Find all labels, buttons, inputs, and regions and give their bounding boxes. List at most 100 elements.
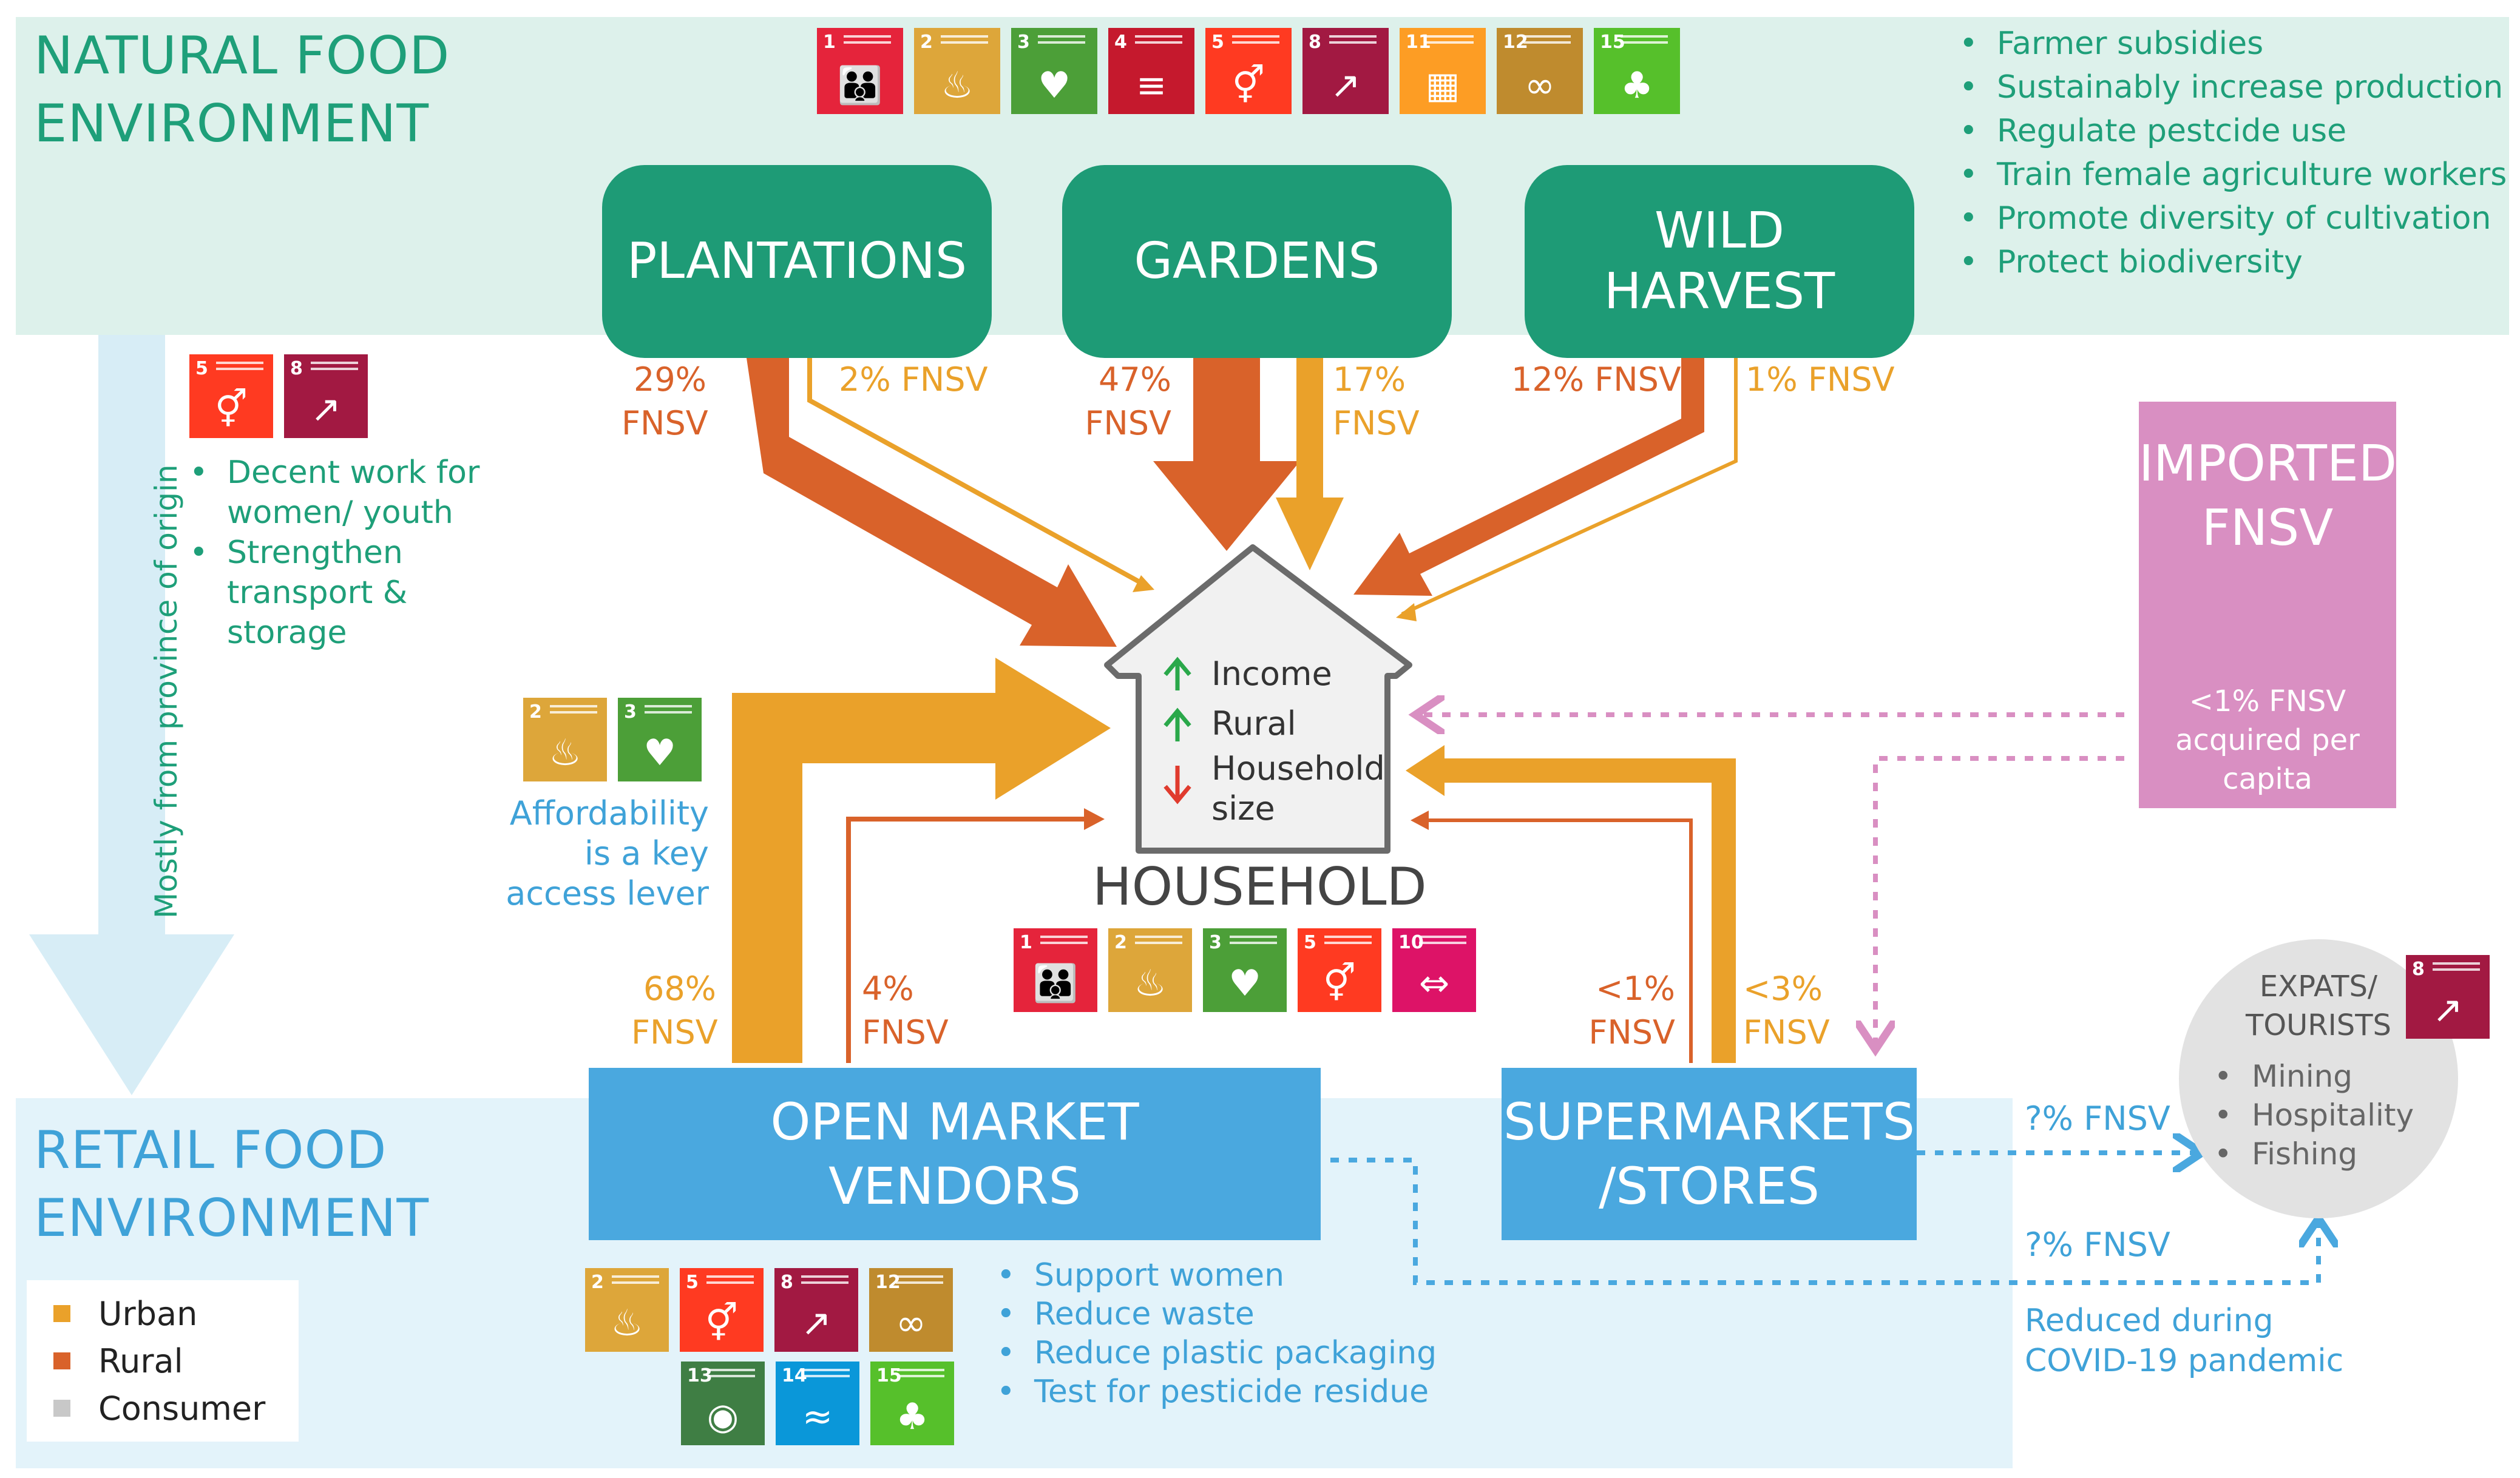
plantations-box: PLANTATIONS <box>602 165 992 358</box>
sdg-8-tile: 8↗ <box>1302 28 1389 114</box>
gardens-rural-arrow <box>1153 358 1300 551</box>
growth-chart-icon: ↗ <box>801 1302 832 1345</box>
super-expats-label: ?% FNSV <box>2025 1099 2170 1138</box>
sdg-5-tile: 5⚥ <box>189 354 273 438</box>
gender-icon: ⚥ <box>214 388 248 431</box>
sdg-12-tile: 12∞ <box>1497 28 1583 114</box>
growth-chart-icon: ↗ <box>2432 989 2464 1031</box>
natural-bullet: Protect biodiversity <box>1959 240 2507 284</box>
sdg-3-tile: 3♥ <box>1203 928 1287 1012</box>
plantations-rural-arrow <box>747 358 1117 647</box>
infinity-icon: ∞ <box>1525 64 1555 107</box>
sdg-number: 2 <box>1114 932 1127 953</box>
sdg-12-tile: 12∞ <box>869 1268 953 1352</box>
gardens-urban-arrow <box>1276 358 1344 570</box>
retail-bullet: Support women <box>997 1256 1437 1295</box>
sdg-13-tile: 13◉ <box>681 1362 765 1445</box>
city-icon: ▦ <box>1425 64 1460 107</box>
sdg-number: 8 <box>781 1272 793 1293</box>
sdg-15-tile: 15♣ <box>1594 28 1680 114</box>
market-rural-arrow <box>846 817 1092 1063</box>
market-urban-arrow <box>732 658 1111 1063</box>
sdg-5-tile: 5⚥ <box>680 1268 764 1352</box>
sdg-2-tile: 2♨ <box>1108 928 1192 1012</box>
sdg-number: 8 <box>1309 32 1321 53</box>
eye-icon: ◉ <box>706 1395 739 1438</box>
growth-chart-icon: ↗ <box>1330 64 1361 107</box>
legend-swatch <box>53 1352 70 1369</box>
fish-icon: ≈ <box>802 1395 833 1438</box>
household-size-down-icon <box>1163 766 1191 805</box>
sdg-number: 3 <box>624 701 637 723</box>
bowl-icon: ♨ <box>549 732 581 774</box>
plantations-consumer-arrow <box>807 358 1148 589</box>
income-label: Income <box>1211 655 1332 693</box>
sdg-number: 5 <box>1211 32 1224 53</box>
natural-bullet: Regulate pestcide use <box>1959 109 2507 153</box>
tree-icon: ♣ <box>896 1395 929 1438</box>
sdg-3-tile: 3♥ <box>1011 28 1097 114</box>
sdg-2-tile: 2♨ <box>914 28 1000 114</box>
gender-icon: ⚥ <box>1323 962 1357 1005</box>
wild-consumer-arrow <box>1401 358 1738 616</box>
sdg-15-tile: 15♣ <box>870 1362 954 1445</box>
wild-rural-arrow <box>1353 358 1704 596</box>
people-icon: 👪 <box>837 64 883 107</box>
natural-bullet: Promote diversity of cultivation <box>1959 197 2507 240</box>
people-icon: 👪 <box>1032 962 1079 1005</box>
income-up-icon <box>1163 656 1191 690</box>
bowl-icon: ♨ <box>611 1302 643 1345</box>
gardens-box: GARDENS <box>1062 165 1452 358</box>
legend-item-urban: Urban <box>27 1290 299 1337</box>
sdg-row-left: 5⚥ 8 ↗ <box>189 354 379 438</box>
super-label-a: <1%FNSV <box>1588 970 1675 1051</box>
sdg-number: 8 <box>2412 959 2425 980</box>
sdg-10-tile: 10⇔ <box>1392 928 1476 1012</box>
plantations-consumer-label: 2% FNSV <box>839 360 988 399</box>
sdg-number: 2 <box>920 32 933 53</box>
expats-item: Mining <box>2214 1057 2414 1096</box>
sdg-row-retail-2: 13◉14≈15♣ <box>681 1362 965 1445</box>
province-note: Mostly from province of origin <box>149 464 184 919</box>
sdg-row-afford: 2♨3♥ <box>523 698 713 781</box>
sdg-8-tile: 8↗ <box>774 1268 858 1352</box>
super-urban-arrow <box>1406 745 1736 1063</box>
supermarkets-box: SUPERMARKETS/STORES <box>1502 1068 1917 1240</box>
sdg-row-household: 1👪2♨3♥ 5 ⚥ 10⇔ <box>1014 928 1487 1012</box>
equality-icon: ⇔ <box>1418 962 1450 1005</box>
sdg-14-tile: 14≈ <box>776 1362 859 1445</box>
sdg-row-expats: 8↗ <box>2406 955 2501 1039</box>
sdg-2-tile: 2♨ <box>523 698 607 781</box>
gardens-urban-label: 17%FNSV <box>1333 360 1420 442</box>
sdg-row-top: 1👪2♨3♥4≡5⚥8↗11▦12∞15♣ <box>817 28 1691 114</box>
legend-swatch <box>53 1400 70 1417</box>
sdg-11-tile: 11▦ <box>1400 28 1486 114</box>
sdg-2-tile: 2♨ <box>585 1268 669 1352</box>
retail-bullet: Reduce waste <box>997 1295 1437 1334</box>
natural-bullet: Sustainably increase production <box>1959 66 2507 109</box>
natural-bullets: Farmer subsidies Sustainably increase pr… <box>1959 22 2507 284</box>
sdg-number: 5 <box>1304 932 1316 953</box>
rural-label: Rural <box>1211 704 1296 743</box>
sdg-1-tile: 1👪 <box>1014 928 1097 1012</box>
heartbeat-icon: ♥ <box>1228 962 1261 1005</box>
sdg-4-tile: 4≡ <box>1108 28 1194 114</box>
legend-item-rural: Rural <box>27 1337 299 1385</box>
sdg-3-tile: 3♥ <box>618 698 702 781</box>
sdg-number: 8 <box>290 358 303 379</box>
market-urban-label: 68%FNSV <box>631 970 718 1051</box>
sdg-row-retail-1: 2♨5⚥8↗12∞ <box>585 1268 964 1352</box>
heartbeat-icon: ♥ <box>1038 64 1071 107</box>
expats-item: Hospitality <box>2214 1096 2414 1135</box>
growth-chart-icon: ↗ <box>310 388 342 431</box>
sdg-number: 3 <box>1017 32 1030 53</box>
